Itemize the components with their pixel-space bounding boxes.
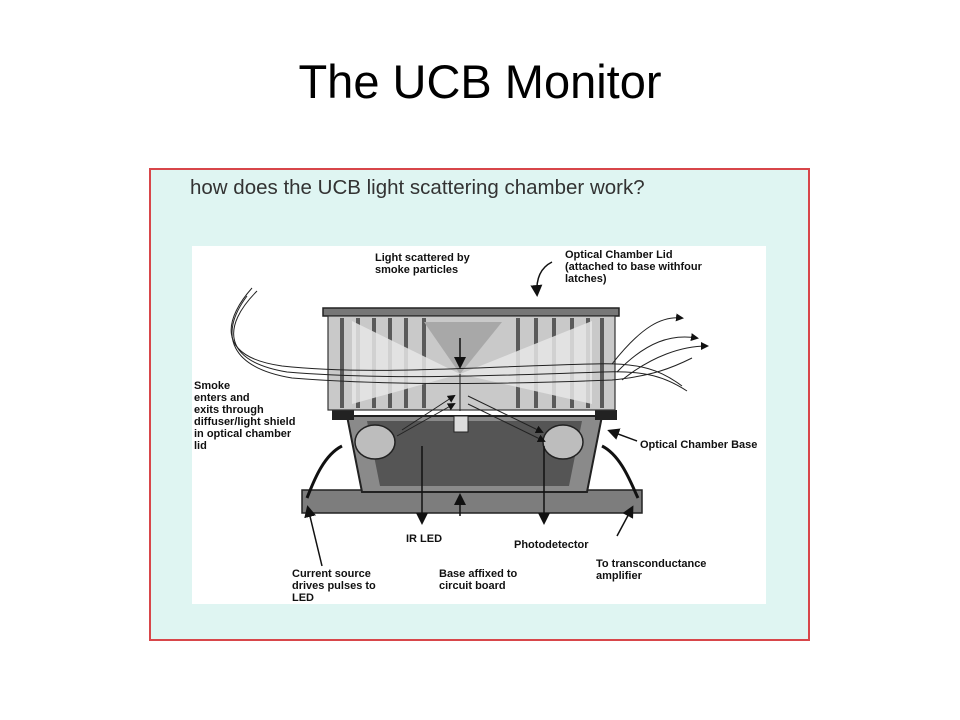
photodetector [542,424,584,460]
ir-led [354,424,396,460]
label-base-affixed: Base affixed to circuit board [439,568,518,592]
diagram-panel: how does the UCB light scattering chambe… [149,168,810,641]
label-light-scattered: Light scattered by smoke particles [375,252,470,276]
label-photodetector: Photodetector [514,539,589,551]
slide-title: The UCB Monitor [298,55,662,108]
label-smoke-inlet: Smoke enters and exits through diffuser/… [194,380,296,452]
label-current-source: Current source drives pulses to LED [292,568,376,604]
panel-heading: how does the UCB light scattering chambe… [190,176,645,199]
label-chamber-base: Optical Chamber Base [640,439,758,451]
chamber-lid-plate [322,307,620,317]
label-ir-led: IR LED [406,533,443,545]
circuit-board [301,489,643,514]
chamber-diagram: Light scattered by smoke particles Optic… [192,246,766,604]
chamber-illustration [230,261,709,567]
label-transconductance: To transconductance amplifier [596,558,707,582]
label-chamber-lid: Optical Chamber Lid (attached to base wi… [565,249,702,285]
